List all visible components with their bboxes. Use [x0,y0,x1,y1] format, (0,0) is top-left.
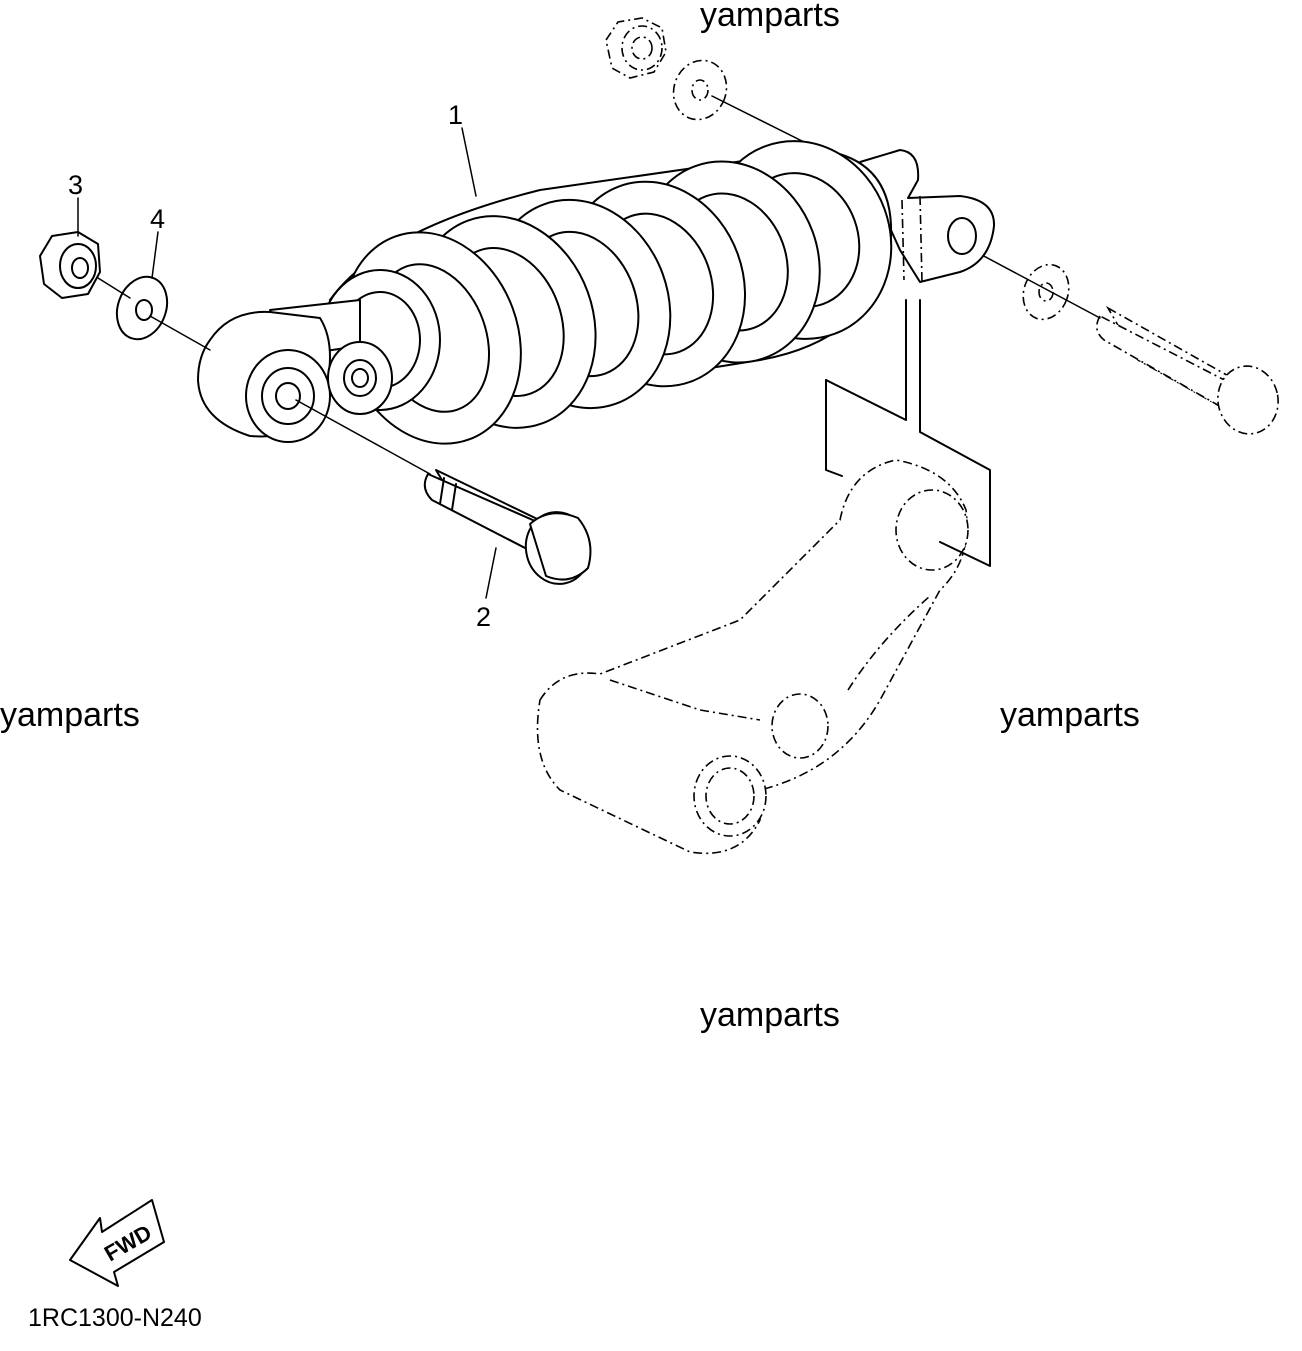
watermark-top: yamparts [700,0,840,34]
leader-1 [461,127,477,197]
lower-axis-line [295,399,431,475]
diagram-code: 1RC1300-N240 [28,1304,202,1332]
lower-right-bolt [1022,263,1279,435]
left-axis-line-a [97,277,131,299]
leader-2 [485,547,497,599]
flag-left [825,379,843,477]
upper-nut [605,17,667,79]
watermark-right: yamparts [1000,696,1140,734]
nut-part-3 [39,231,101,299]
flag-top [825,299,907,421]
washer-part-4 [115,275,169,341]
flag-right [919,299,991,567]
watermark-left: yamparts [0,696,140,734]
left-axis-line-b [149,315,211,351]
callout-4: 4 [150,204,165,234]
upper-washer [672,59,728,121]
leader-4 [151,231,159,279]
bolt-part-2 [423,469,592,585]
callout-3: 3 [68,170,83,200]
callout-1: 1 [448,100,463,130]
fwd-arrow-icon: FWD [69,1199,165,1287]
shock-absorber [197,140,996,445]
callout-2: 2 [476,602,491,632]
watermark-bottom: yamparts [700,996,840,1034]
relay-arm [536,459,969,855]
